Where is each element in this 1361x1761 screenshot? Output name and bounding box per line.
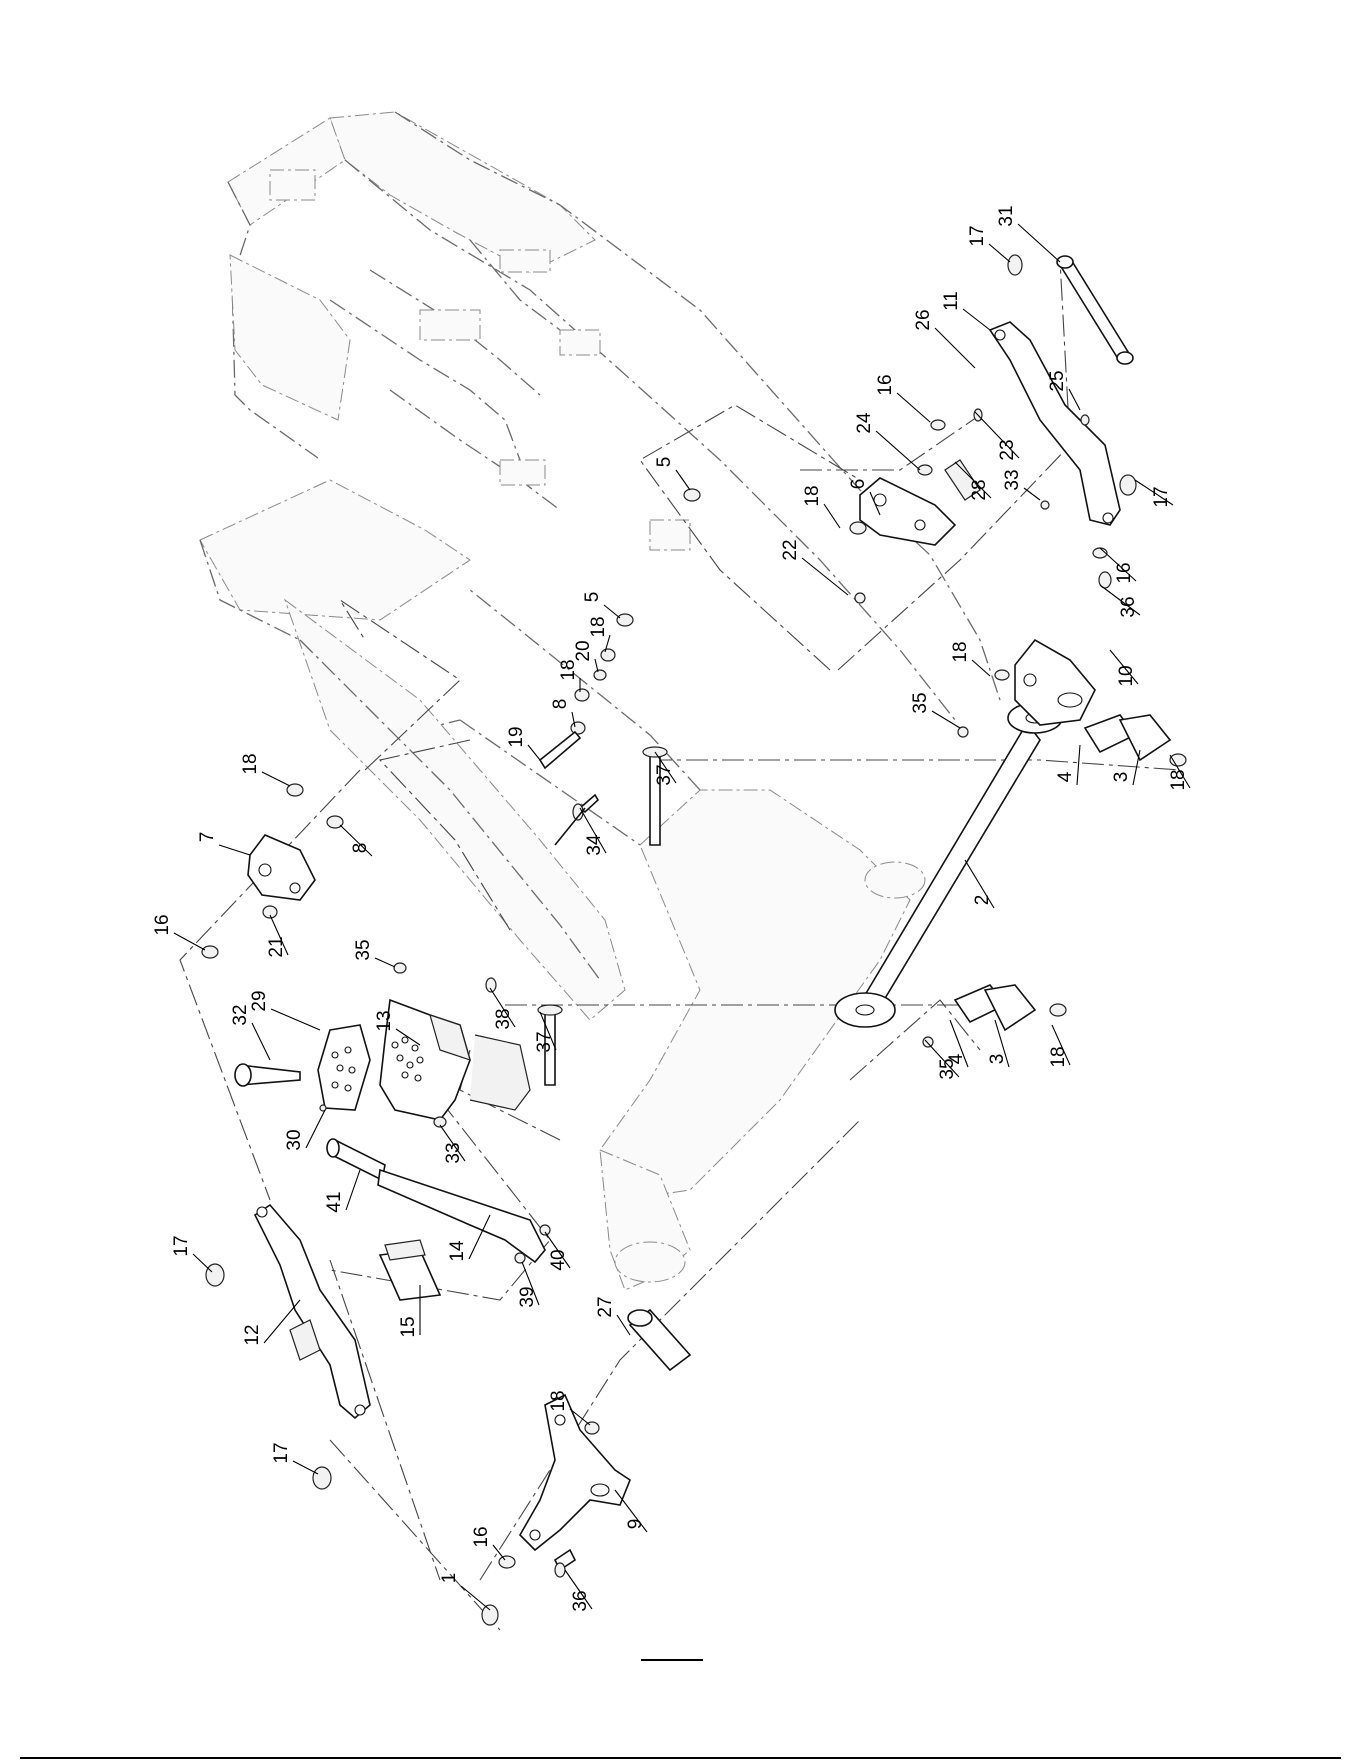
callout-3: 3 [987,1054,1008,1065]
callout-leader-31 [1018,224,1060,262]
callout-21: 21 [266,936,287,957]
callout-35: 35 [937,1058,958,1079]
callout-17: 17 [967,225,988,246]
callout-12: 12 [242,1324,263,1345]
callout-leader-29 [271,1009,320,1030]
callout-38: 38 [493,1008,514,1029]
callout-1: 1 [439,1573,460,1584]
callout-leader-25 [1069,389,1080,410]
callout-5: 5 [654,457,675,468]
callout-8: 8 [550,699,571,710]
callout-leader-11 [963,309,990,330]
callout-22: 22 [780,539,801,560]
callout-18: 18 [548,1390,569,1411]
callout-6: 6 [848,479,869,490]
callout-leader-41 [346,1170,360,1210]
callout-17: 17 [271,1442,292,1463]
callout-39: 39 [517,1286,538,1307]
lower-left-bracket [520,1310,690,1577]
callout-leader-35 [375,958,395,967]
callout-leader-16 [174,933,205,950]
callout-11: 11 [941,291,962,311]
callout-18: 18 [240,753,261,774]
callout-16: 16 [1114,562,1135,583]
frame-assembly-phantom [200,112,1000,1290]
callout-leader-16 [493,1545,505,1560]
callout-17: 17 [171,1235,192,1256]
callout-37: 37 [534,1031,555,1052]
callout-35: 35 [910,692,931,713]
callout-leader-16 [897,393,930,422]
callout-18: 18 [950,641,971,662]
callout-27: 27 [595,1296,616,1317]
callout-leader-33 [1024,488,1040,500]
callout-leader-18 [824,504,840,528]
callout-leader-1 [461,1586,490,1610]
callout-20: 20 [573,640,594,661]
callout-5: 5 [582,592,603,603]
callout-25: 25 [1047,370,1068,391]
callout-30: 30 [284,1129,305,1150]
callout-leader-7 [219,845,250,855]
callout-18: 18 [1168,769,1189,790]
callout-37: 37 [654,764,675,785]
callout-10: 10 [1116,665,1137,686]
callout-23: 23 [997,439,1018,460]
callout-31: 31 [996,205,1017,226]
callout-41: 41 [324,1191,345,1212]
callout-34: 34 [584,834,605,856]
callout-leader-19 [528,745,540,760]
callout-32: 32 [230,1004,251,1025]
callout-26: 26 [913,309,934,330]
callout-16: 16 [875,374,896,395]
callout-35: 35 [353,939,374,960]
callout-24: 24 [854,412,875,434]
callout-leader-5 [676,470,690,490]
callout-leader-5 [604,605,620,618]
callout-33: 33 [1002,469,1023,490]
callout-leader-32 [252,1023,270,1060]
callout-leader-4 [1077,745,1080,785]
callout-16: 16 [152,914,173,935]
callout-leader-30 [306,1110,325,1148]
callout-16: 16 [471,1526,492,1547]
callout-36: 36 [1118,596,1139,617]
callout-18: 18 [558,659,579,680]
callout-18: 18 [802,485,823,506]
callout-4: 4 [1055,771,1076,782]
callout-leader-17 [293,1461,318,1474]
callout-2: 2 [972,895,993,906]
callout-18: 18 [1048,1046,1069,1067]
callout-7: 7 [197,832,218,843]
callout-36: 36 [570,1590,591,1611]
callout-leader-18 [262,772,290,786]
callout-40: 40 [548,1249,569,1270]
callout-18: 18 [588,616,609,637]
callout-8: 8 [350,843,371,854]
callout-19: 19 [506,726,527,747]
callout-leader-17 [193,1254,212,1272]
callout-28: 28 [969,479,990,500]
callout-leader-24 [876,431,920,470]
callout-leader-26 [935,328,975,368]
callout-leader-20 [595,659,598,672]
callout-29: 29 [249,990,270,1011]
callout-14: 14 [447,1240,468,1262]
callout-leader-17 [989,244,1010,262]
callout-15: 15 [398,1316,419,1337]
alignment-lines [180,260,1180,1630]
callout-13: 13 [374,1010,395,1031]
callout-leader-35 [932,711,960,728]
callout-9: 9 [625,1519,646,1530]
callout-3: 3 [1111,772,1132,783]
callout-33: 33 [443,1142,464,1163]
callout-17: 17 [1151,486,1172,507]
callout-leader-22 [802,558,848,595]
